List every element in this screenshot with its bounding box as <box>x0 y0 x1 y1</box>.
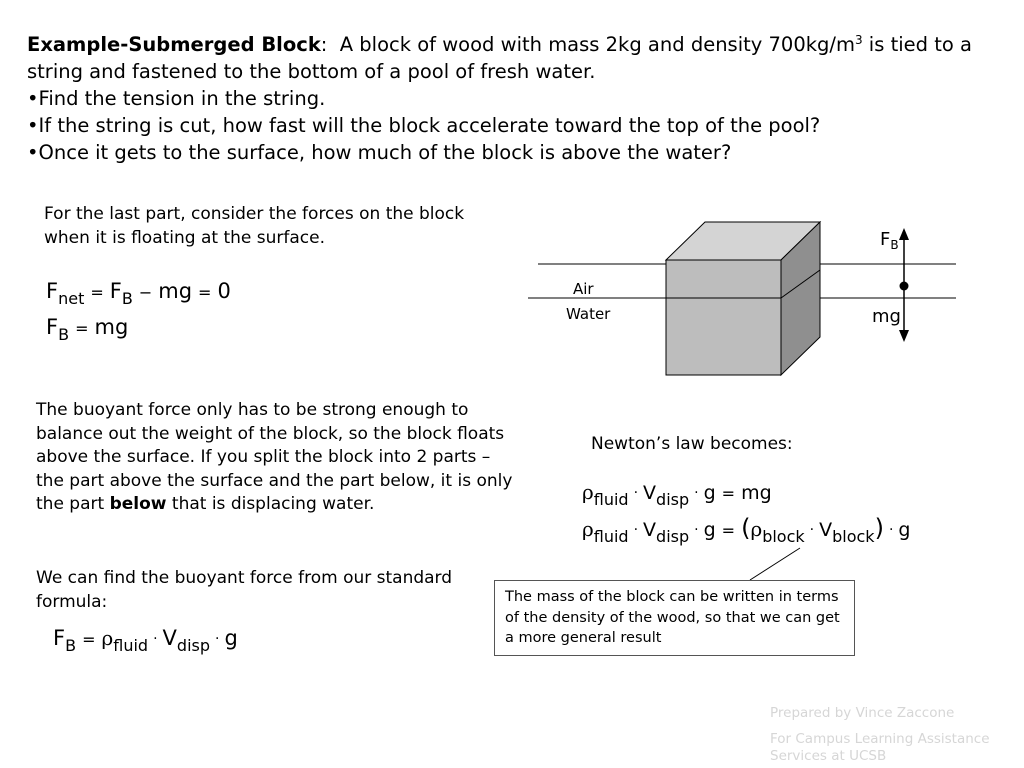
buoyant-paragraph: The buoyant force only has to be strong … <box>36 400 513 514</box>
center-of-mass-dot <box>899 281 909 291</box>
equation-fnet: Fnet=FB−mg=0 <box>46 279 231 308</box>
buoyant-arrow-head <box>899 228 909 240</box>
block-front-face <box>665 259 782 376</box>
water-label: Water <box>566 305 611 323</box>
equation-newton-1: ρfluid·Vdisp·g=mg <box>582 480 772 509</box>
prepared-by: Prepared by Vince Zaccone <box>770 705 955 721</box>
bullet-acceleration: •If the string is cut, how fast will the… <box>27 114 821 137</box>
problem-statement: Example-Submerged Block: A block of wood… <box>27 31 1017 166</box>
buoyant-force-label: FB <box>880 229 899 252</box>
problem-intro-rest: is tied to a string and fastened to the … <box>27 33 972 83</box>
floating-block-diagram <box>528 220 956 377</box>
bullet-tension: •Find the tension in the string. <box>27 87 326 110</box>
campus-credit: For Campus Learning Assistance Services … <box>770 731 990 764</box>
mass-density-note: The mass of the block can be written in … <box>494 580 855 656</box>
bullet-above-water: •Once it gets to the surface, how much o… <box>27 141 732 164</box>
below-emphasis: below <box>109 494 167 514</box>
problem-title: Example-Submerged Block <box>27 33 321 56</box>
weight-arrow-head <box>899 330 909 342</box>
equation-buoyant-formula: FB=ρfluid·Vdisp·g <box>53 626 238 655</box>
problem-intro: Example-Submerged Block: A block of wood… <box>27 33 972 83</box>
block-waterline-side <box>780 269 821 299</box>
callout-connector <box>749 547 801 581</box>
equation-newton-2: ρfluid·Vdisp·g=(ρblock·Vblock)·g <box>582 514 911 546</box>
air-label: Air <box>573 280 594 298</box>
formula-intro: We can find the buoyant force from our s… <box>36 568 453 612</box>
problem-intro-superscript: 3 <box>854 33 863 47</box>
problem-intro-text: A block of wood with mass 2kg and densit… <box>339 33 855 56</box>
last-part-text: For the last part, consider the forces o… <box>44 204 465 248</box>
equation-fb-mg: FB=mg <box>46 315 129 344</box>
newton-law-text: Newton’s law becomes: <box>591 434 793 454</box>
weight-force-label: mg <box>872 306 901 327</box>
